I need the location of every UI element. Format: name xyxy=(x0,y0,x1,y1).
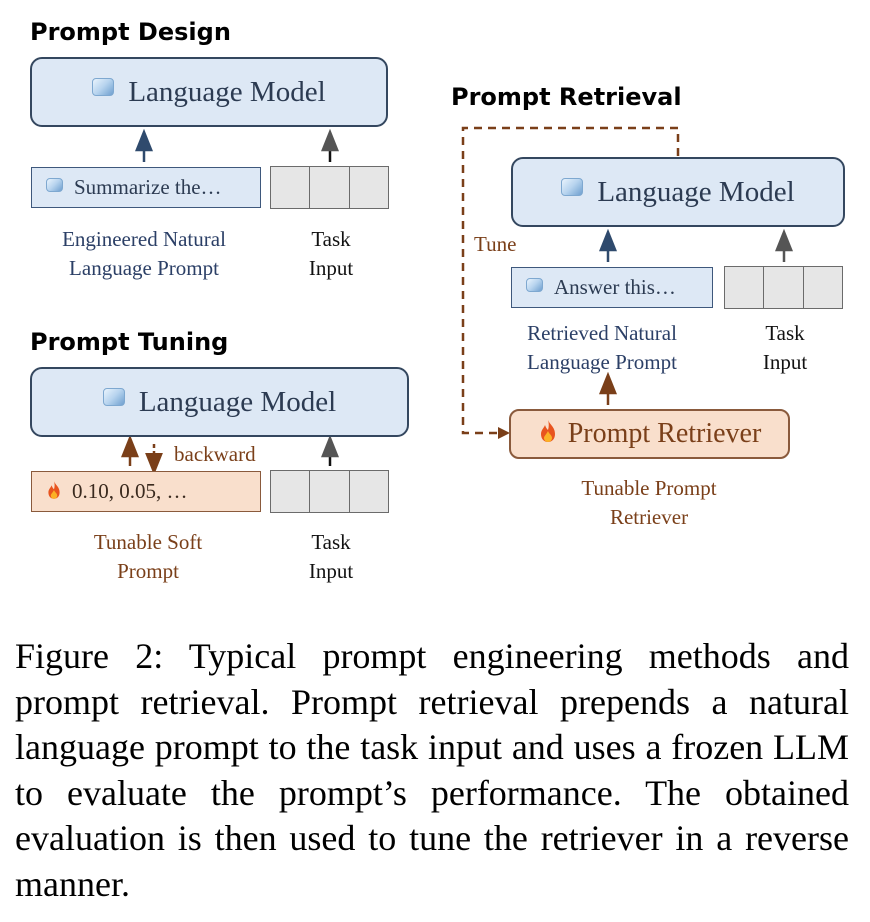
fire-icon xyxy=(540,420,555,442)
retrieval-prompt-caption-line1: Retrieved Natural xyxy=(527,321,677,345)
ice-cube-icon xyxy=(46,177,63,192)
tuning-task-input xyxy=(270,470,389,513)
task-input-cell xyxy=(310,167,350,208)
tuning-soft-prompt: 0.10, 0.05, … xyxy=(31,471,261,512)
tune-feedback-loop xyxy=(461,126,680,435)
design-task-caption-line2: Input xyxy=(308,256,354,280)
retriever-caption: Tunable Prompt Retriever xyxy=(548,474,750,532)
design-language-model: Language Model xyxy=(30,57,388,127)
retrieval-task-caption-line2: Input xyxy=(762,350,808,374)
ice-cube-icon xyxy=(92,78,115,96)
task-input-cell xyxy=(271,471,311,512)
design-task-input xyxy=(270,166,389,209)
design-prompt-caption-line2: Language Prompt xyxy=(69,256,219,280)
retrieved-prompt: Answer this… xyxy=(511,267,713,308)
prompt-design-title: Prompt Design xyxy=(30,18,231,46)
tuning-task-caption: Task Input xyxy=(283,528,379,586)
prompt-retrieval-title: Prompt Retrieval xyxy=(451,83,682,111)
tuning-language-model: Language Model xyxy=(30,367,409,437)
design-prompt-caption-line1: Engineered Natural xyxy=(62,227,226,251)
task-input-cell xyxy=(764,267,804,308)
soft-prompt-values: 0.10, 0.05, … xyxy=(72,479,188,503)
fire-icon xyxy=(48,480,60,499)
retrieval-prompt-caption: Retrieved Natural Language Prompt xyxy=(496,319,708,377)
design-language-model-label: Language Model xyxy=(128,75,326,108)
ice-cube-icon xyxy=(526,277,543,292)
diagram-arrows xyxy=(121,126,793,476)
tuning-language-model-label: Language Model xyxy=(138,385,337,418)
figure-caption: Figure 2: Typical prompt engineering met… xyxy=(15,636,849,904)
retrieval-task-caption: Task Input xyxy=(737,319,833,377)
retrieval-task-caption-line1: Task xyxy=(765,321,805,345)
tuning-prompt-caption-line1: Tunable Soft xyxy=(93,530,203,554)
tuning-task-caption-line1: Task xyxy=(311,530,351,554)
prompt-retriever-label: Prompt Retriever xyxy=(567,418,762,449)
tuning-task-caption-line2: Input xyxy=(308,559,354,583)
retrieved-prompt-text: Answer this… xyxy=(554,275,676,299)
tune-feedback-arrowhead xyxy=(498,427,510,439)
prompt-retriever: Prompt Retriever xyxy=(509,409,790,459)
retrieval-task-input xyxy=(724,266,843,309)
task-input-cell xyxy=(350,167,388,208)
task-input-cell xyxy=(350,471,388,512)
tuning-prompt-caption-line2: Prompt xyxy=(117,559,179,583)
design-prompt-text: Summarize the… xyxy=(74,175,222,199)
prompt-tuning-title: Prompt Tuning xyxy=(30,328,229,356)
retriever-caption-line1: Tunable Prompt xyxy=(581,476,717,500)
backward-label: backward xyxy=(174,442,256,466)
task-input-cell xyxy=(804,267,842,308)
task-input-cell xyxy=(725,267,765,308)
task-input-cell xyxy=(271,167,311,208)
tuning-prompt-caption: Tunable Soft Prompt xyxy=(32,528,264,586)
tune-label: Tune xyxy=(474,232,517,256)
retriever-caption-line2: Retriever xyxy=(609,505,689,529)
design-task-caption-line1: Task xyxy=(311,227,351,251)
design-engineered-prompt: Summarize the… xyxy=(31,167,261,208)
ice-cube-icon xyxy=(561,178,584,196)
task-input-cell xyxy=(310,471,350,512)
retrieval-language-model: Language Model xyxy=(511,157,845,227)
retrieval-prompt-caption-line2: Language Prompt xyxy=(527,350,677,374)
retrieval-language-model-label: Language Model xyxy=(597,175,795,208)
ice-cube-icon xyxy=(102,388,125,406)
design-prompt-caption: Engineered Natural Language Prompt xyxy=(32,225,256,283)
design-task-caption: Task Input xyxy=(283,225,379,283)
